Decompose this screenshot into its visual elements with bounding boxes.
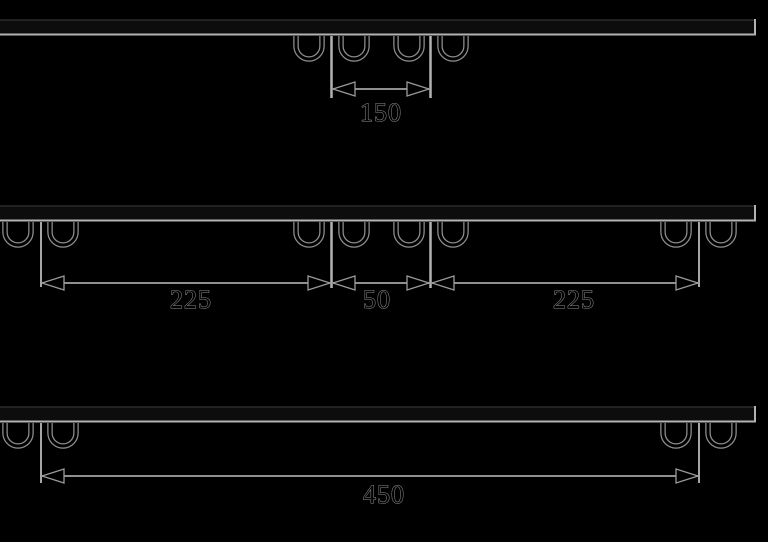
dimension-225-left: 225 xyxy=(41,275,331,315)
dimension-450: 450 xyxy=(41,468,699,510)
beam-middle xyxy=(0,205,756,222)
beam-web xyxy=(0,20,755,34)
section-top: 150 xyxy=(0,19,756,128)
beam-web xyxy=(0,407,755,421)
dimension-150: 150 xyxy=(330,36,432,128)
dimension-label: 450 xyxy=(363,480,405,509)
section-bottom: 450 xyxy=(0,406,756,510)
dimension-label: 50 xyxy=(363,285,391,314)
beam-bottom xyxy=(0,406,756,423)
dimension-label: 150 xyxy=(360,98,402,127)
dimension-50-center: 50 xyxy=(332,275,430,315)
dimension-label: 225 xyxy=(553,285,595,314)
dimension-label: 225 xyxy=(170,285,212,314)
dimension-225-right: 225 xyxy=(431,275,699,315)
section-middle: 225 50 225 xyxy=(0,205,756,315)
beam-web xyxy=(0,206,755,220)
beam-top xyxy=(0,19,756,36)
